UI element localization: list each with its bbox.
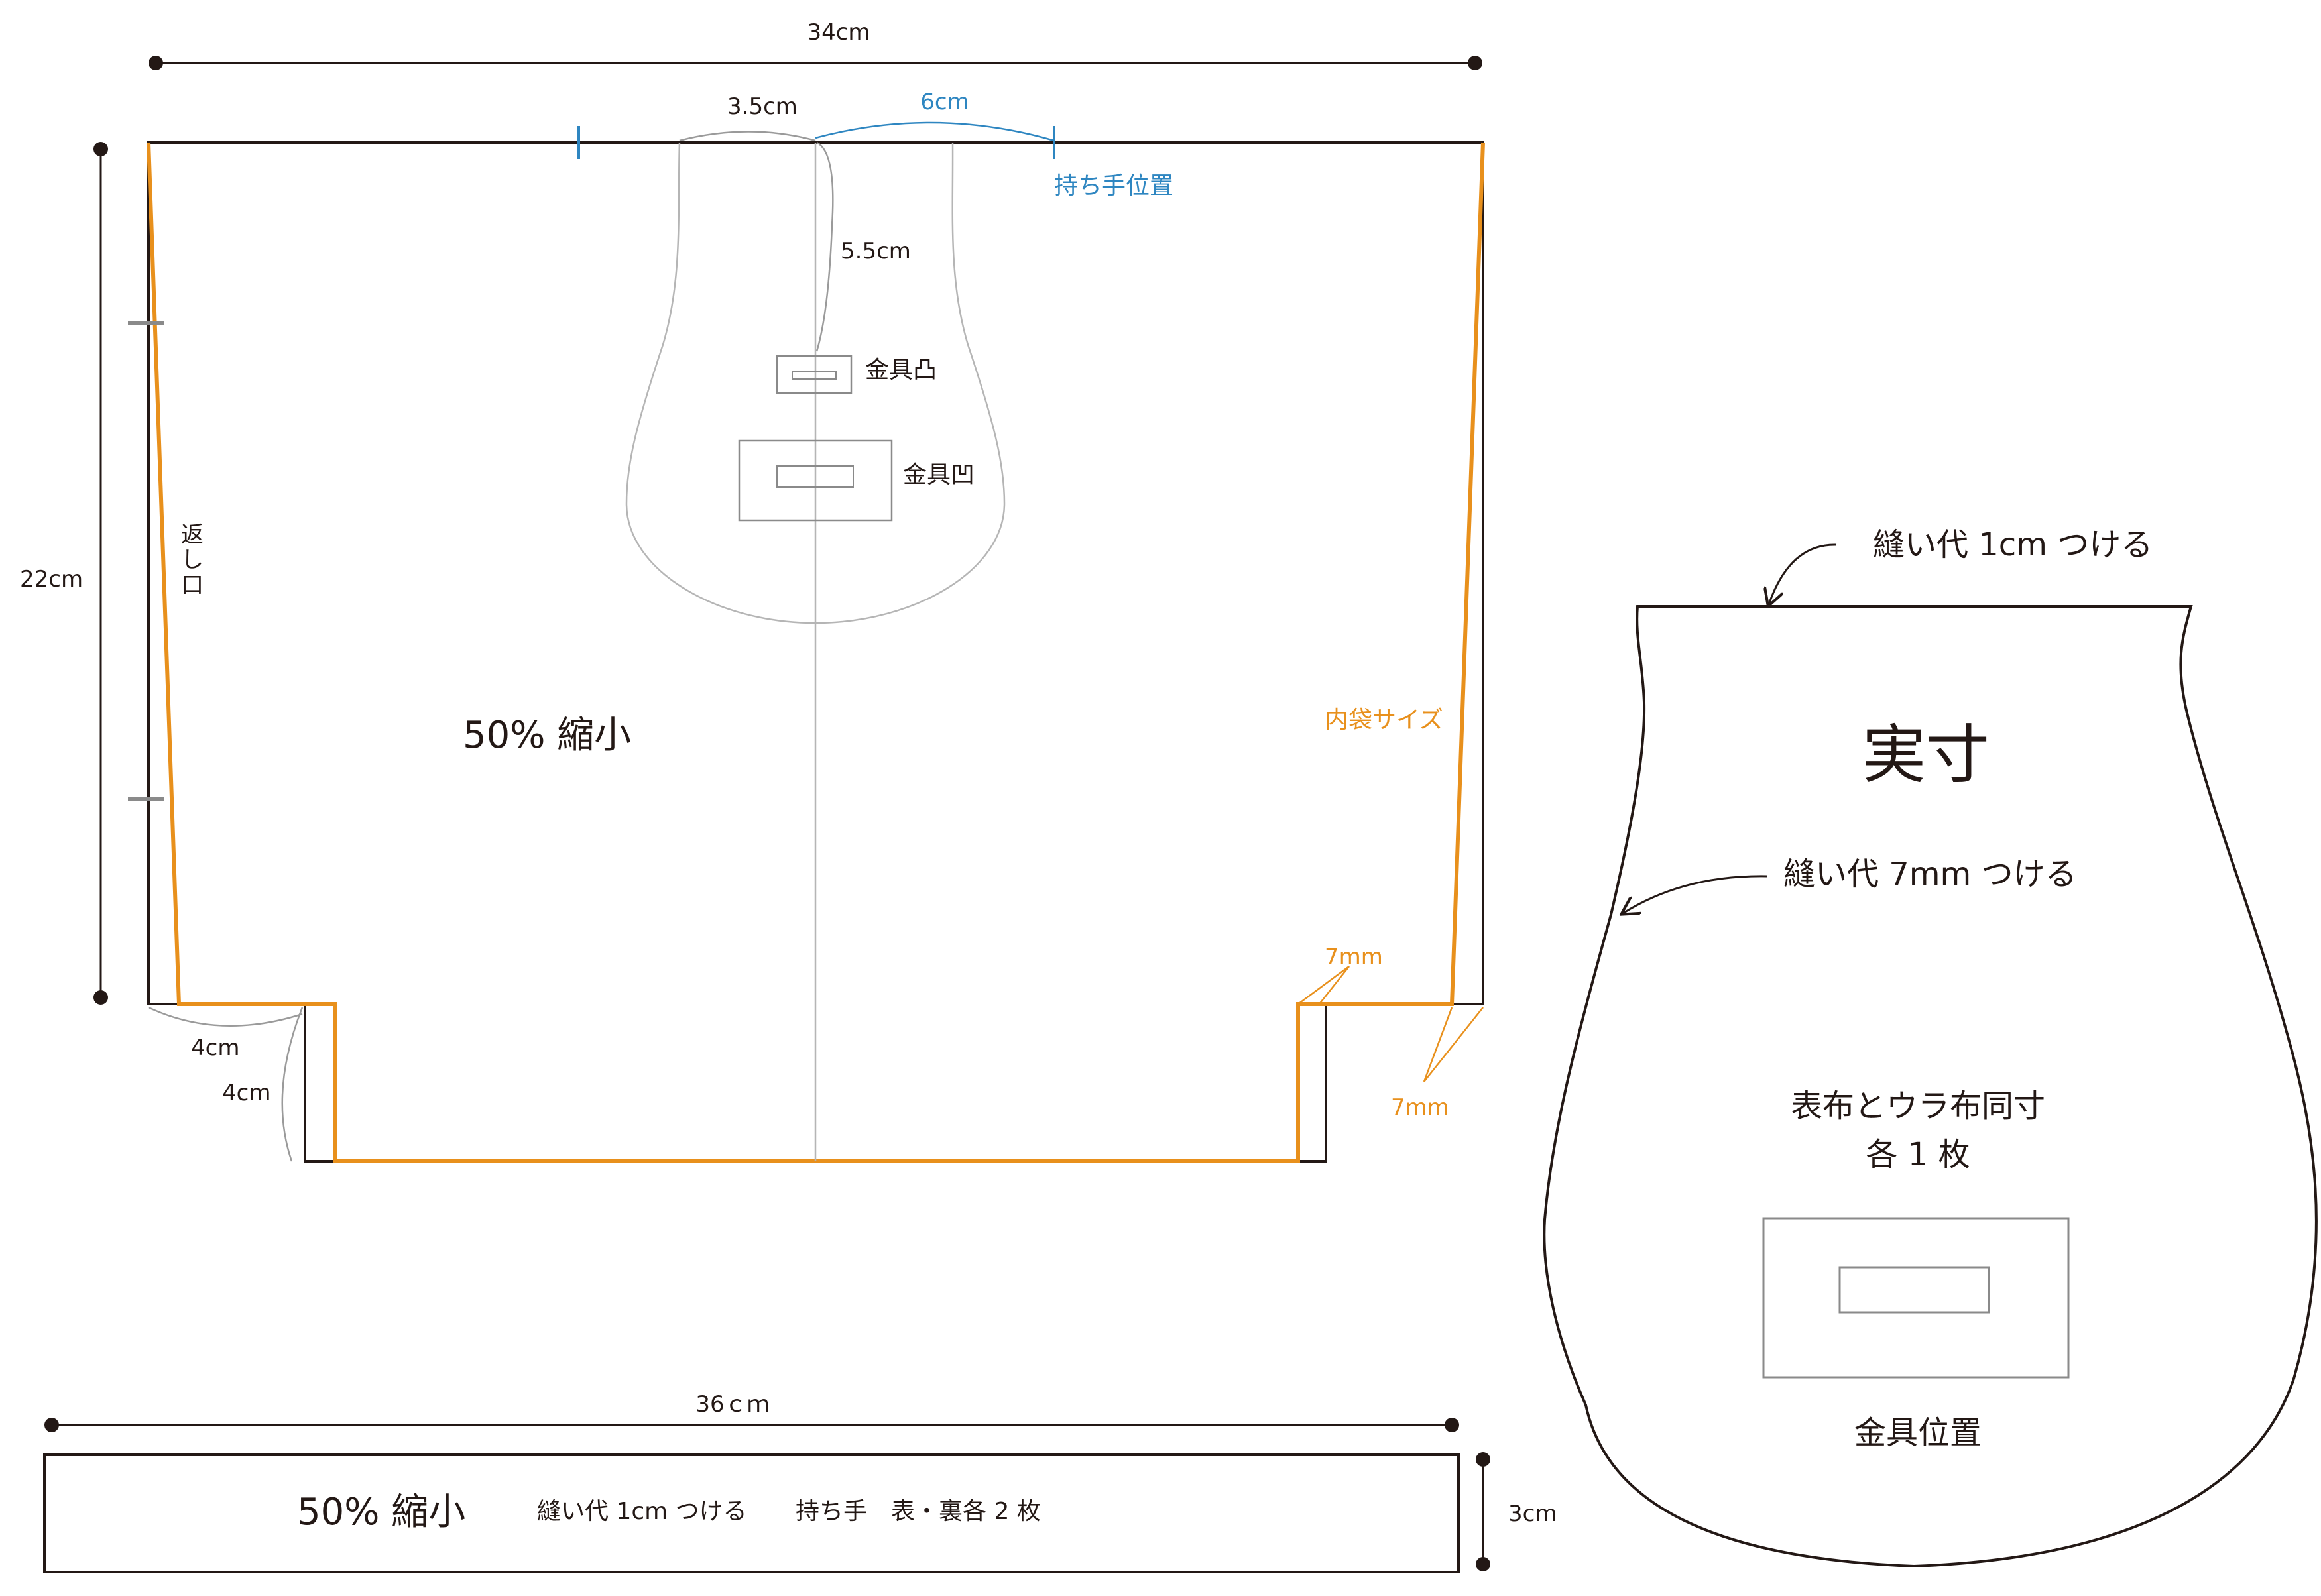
corner-7mm-label-b: 7mm: [1391, 1094, 1449, 1121]
main-scale-note: 50% 縮小: [463, 714, 631, 757]
corner-7mm-label-a: 7mm: [1325, 944, 1383, 970]
strap-seam-note: 縫い代 1cm つける: [537, 1498, 747, 1525]
width-dimension: 34cm: [149, 19, 1482, 70]
height-dimension: 22cm: [20, 142, 108, 1005]
flap-hardware: [1762, 1217, 2070, 1379]
strap-height-dimension: 3cm: [1476, 1452, 1557, 1571]
bracket-5-5cm: [815, 141, 834, 352]
arc-6cm: [815, 121, 1055, 142]
side-7mm-callout: 7mm: [1391, 1007, 1484, 1121]
hardware-concave-label: 金具凹: [903, 461, 975, 488]
same-size-line1: 表布とウラ布同寸: [1791, 1088, 2045, 1125]
width-label: 34cm: [807, 19, 870, 46]
hardware-position-label: 金具位置: [1854, 1414, 1982, 1452]
strap-length-label: 36ｃｍ: [695, 1391, 769, 1418]
height-label: 22cm: [20, 566, 83, 593]
hardware-convex-label: 金具凸: [865, 357, 937, 384]
flap-outline: [1543, 605, 2318, 1568]
svg-text:口: 口: [181, 572, 204, 598]
same-size-line2: 各 1 枚: [1866, 1136, 1970, 1173]
strap-scale-note: 50% 縮小: [297, 1491, 465, 1534]
handle-span-label: 6cm: [920, 89, 969, 115]
arc-3-5cm: [679, 131, 816, 142]
flap-pattern: 縫い代 1cm つける 実寸 縫い代 7mm つける 表布とウラ布同寸 各 1 …: [1543, 526, 2318, 1568]
corner-width-label: 4cm: [191, 1035, 239, 1061]
strap-length-dimension: 36ｃｍ: [44, 1391, 1459, 1432]
svg-text:し: し: [181, 547, 204, 573]
corner-7mm-callout: 7mm: [1297, 944, 1383, 1005]
hardware-convex: 金具凸: [776, 355, 937, 394]
seam-top-label: 縫い代 1cm つける: [1873, 526, 2153, 563]
corner-height-bracket: [281, 1007, 304, 1162]
inner-bag-outline: [147, 142, 1485, 1163]
strap-height-label: 3cm: [1508, 1501, 1557, 1527]
svg-text:返: 返: [181, 522, 204, 548]
top-left-dim-label: 3.5cm: [727, 93, 798, 120]
return-opening-label: 返 し 口: [181, 522, 204, 598]
seam-top-arrow: [1769, 543, 1837, 604]
handle-position-label: 持ち手位置: [1054, 172, 1173, 200]
strap-count-note: 持ち手 表・裏各 2 枚: [796, 1498, 1041, 1525]
main-pattern: 34cm 22cm 返 し 口 3.5cm: [20, 19, 1485, 1163]
seam-side-label: 縫い代 7mm つける: [1783, 856, 2077, 893]
strap-outline: [43, 1454, 1460, 1573]
corner-height-label: 4cm: [222, 1080, 270, 1106]
hardware-concave: 金具凹: [738, 439, 975, 522]
hardware-offset-label: 5.5cm: [841, 238, 911, 264]
strap-pattern: 36ｃｍ 50% 縮小 縫い代 1cm つける 持ち手 表・裏各 2 枚 3cm: [43, 1391, 1557, 1573]
real-size-label: 実寸: [1862, 718, 1990, 792]
flap-ghost-outline: [625, 142, 1006, 624]
inner-bag-size-label: 内袋サイズ: [1325, 707, 1443, 734]
corner-width-bracket: [148, 1006, 303, 1027]
seam-side-arrow: [1623, 875, 1767, 913]
